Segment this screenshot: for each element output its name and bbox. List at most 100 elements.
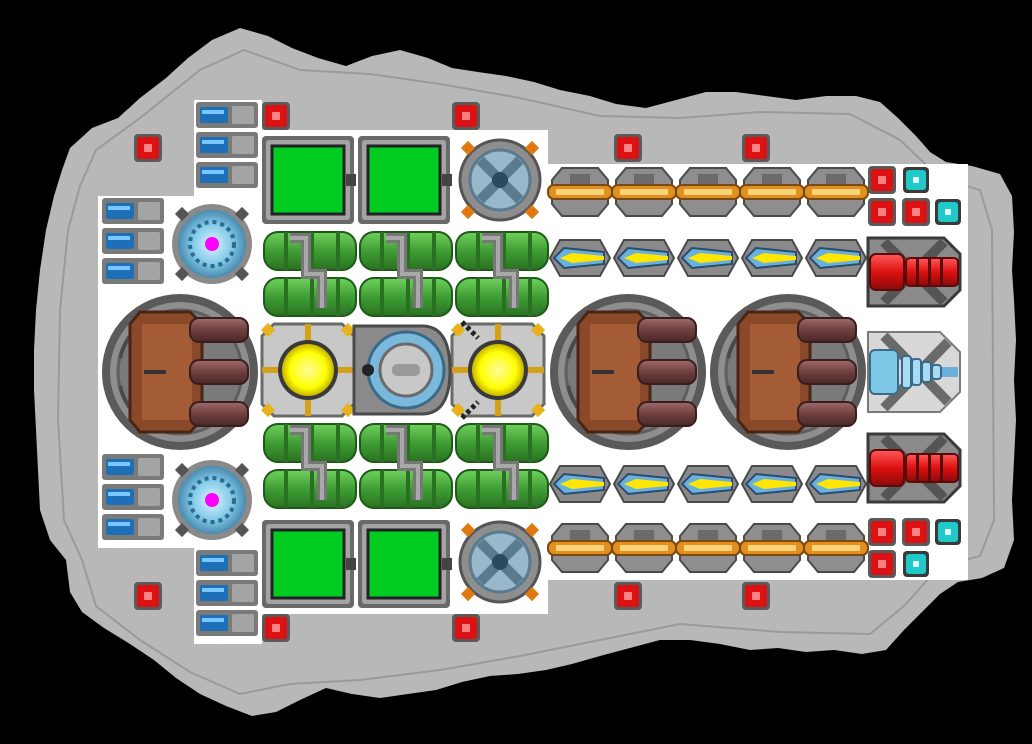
red-node-light [878,528,886,536]
red-node-light [144,592,152,600]
capacitor[interactable] [172,204,252,284]
bow-red-cannon[interactable] [866,236,962,308]
thruster[interactable] [804,465,868,503]
red-node[interactable] [614,134,642,162]
reactor-bolt [450,402,466,418]
thruster-flame [688,253,732,263]
laser[interactable] [803,167,869,217]
red-node[interactable] [868,166,896,194]
tank-block[interactable] [454,420,550,512]
red-node[interactable] [902,198,930,226]
turret-barrel [189,359,249,385]
cyan-node[interactable] [935,199,961,225]
shield-generator[interactable] [458,138,542,222]
red-node[interactable] [452,102,480,130]
laser[interactable] [675,167,741,217]
drill-tip [942,367,958,377]
power-cell-glint [202,110,224,114]
red-node[interactable] [262,614,290,642]
laser[interactable] [547,167,613,217]
tank-block[interactable] [454,228,550,320]
laser[interactable] [611,523,677,573]
red-node[interactable] [868,198,896,226]
red-node[interactable] [262,102,290,130]
cannon-breech [869,449,905,487]
red-node[interactable] [452,614,480,642]
cargo-latch [346,174,356,186]
power-cell[interactable] [196,102,258,188]
power-cell-terminal [138,518,160,536]
power-cell-glint [202,140,224,144]
thruster[interactable] [740,239,804,277]
thruster[interactable] [676,239,740,277]
red-node[interactable] [614,582,642,610]
bow-red-cannon[interactable] [866,432,962,504]
cockpit-stripe [460,320,480,340]
cargo-bay[interactable] [262,520,356,608]
power-cell[interactable] [102,198,164,284]
laser[interactable] [611,167,677,217]
red-node[interactable] [868,518,896,546]
cyan-node[interactable] [903,167,929,193]
cockpit-console [392,364,420,376]
large-turret[interactable] [710,294,866,450]
red-node[interactable] [902,518,930,546]
thruster[interactable] [548,239,612,277]
thruster[interactable] [740,465,804,503]
thruster-flame [560,253,604,263]
tank-block[interactable] [358,228,454,320]
red-node[interactable] [868,550,896,578]
thruster[interactable] [612,239,676,277]
cyan-node[interactable] [903,551,929,577]
shield-core [492,554,508,570]
cargo-bay[interactable] [262,136,356,224]
large-turret[interactable] [550,294,706,450]
capacitor[interactable] [172,460,252,540]
reactor[interactable] [260,322,356,418]
thruster[interactable] [676,465,740,503]
thruster[interactable] [804,239,868,277]
cyan-node-light [945,529,951,535]
bow-ice-drill[interactable] [867,331,961,413]
thruster[interactable] [548,465,612,503]
laser[interactable] [739,523,805,573]
tank-block[interactable] [262,228,358,320]
turret-barrel [637,317,697,343]
cargo-bay[interactable] [358,136,452,224]
laser[interactable] [547,523,613,573]
red-node-light [878,208,886,216]
laser[interactable] [739,167,805,217]
tank-seam [406,278,410,316]
power-cell[interactable] [196,550,258,636]
cannon-breech [869,253,905,291]
shield-emitter [460,140,476,156]
laser-cap [570,530,590,540]
laser[interactable] [803,523,869,573]
turret-barrel [637,401,697,427]
red-node[interactable] [134,582,162,610]
tank-seam [336,232,340,270]
shield-generator[interactable] [458,520,542,604]
cyan-node[interactable] [935,519,961,545]
thruster[interactable] [612,465,676,503]
tank-seam [406,232,410,270]
red-node[interactable] [134,134,162,162]
large-turret[interactable] [102,294,258,450]
tank-seam [502,232,506,270]
laser[interactable] [675,523,741,573]
power-cell-charge [200,167,228,183]
red-node-light [878,176,886,184]
red-node[interactable] [742,134,770,162]
turret-slit [144,370,166,374]
power-cell[interactable] [102,454,164,540]
tank-block[interactable] [358,420,454,512]
red-node[interactable] [742,582,770,610]
reactor[interactable] [450,322,546,418]
reactor-bolt [260,322,276,338]
cockpit[interactable] [352,320,480,420]
cargo-bay[interactable] [358,520,452,608]
tank-block[interactable] [262,420,358,512]
tank-seam [502,278,506,316]
power-cell-terminal [138,232,160,250]
